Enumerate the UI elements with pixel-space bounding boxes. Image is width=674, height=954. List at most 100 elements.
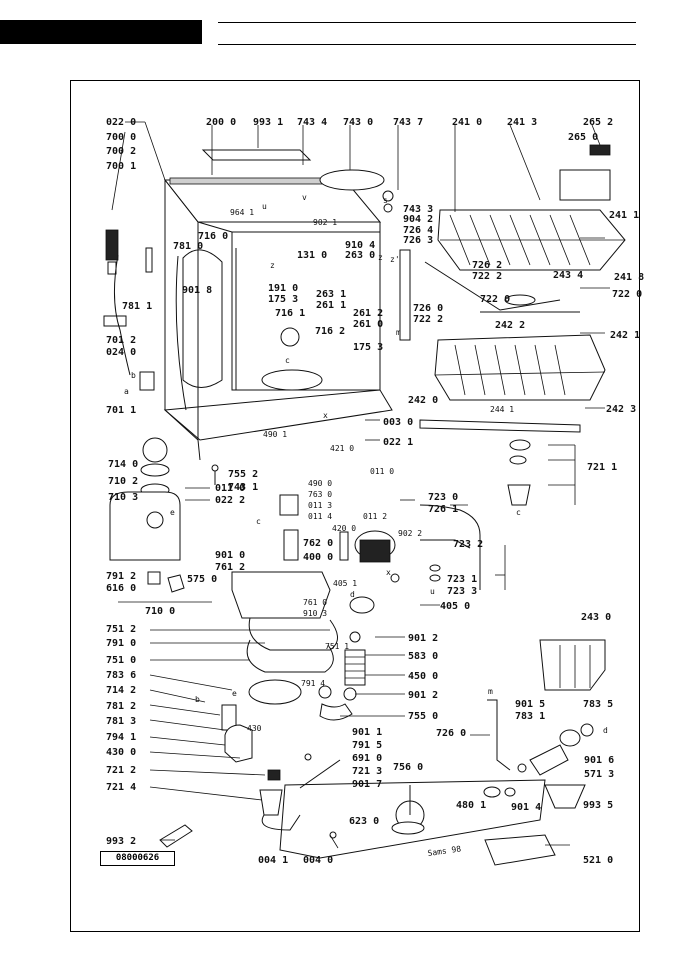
cutlery-holder-265 (559, 169, 611, 201)
label-490-0: 490 0 (308, 479, 332, 488)
label-756-0: 756 0 (393, 762, 423, 773)
label-901-7: 901 7 (352, 779, 382, 790)
upper-spray-arm-726 (424, 261, 561, 311)
label-241-8: 241 8 (614, 272, 644, 283)
label-004-0: 004 0 (303, 855, 333, 866)
drain-pump-450-0 (344, 649, 366, 686)
letter-s1: s (383, 196, 388, 205)
label-755-2: 755 2 (228, 469, 258, 480)
label-726-3: 726 3 (403, 235, 433, 246)
label-244-1: 244 1 (490, 405, 514, 414)
label-726-2: 726 2 (472, 260, 502, 271)
door-seal (175, 255, 187, 411)
motor-405-0 (349, 596, 375, 614)
label-716-0: 716 0 (198, 231, 228, 242)
label-721-3: 721 3 (352, 766, 382, 777)
label-242-0: 242 0 (408, 395, 438, 406)
letter-u2: u (262, 202, 267, 211)
document-number-box: 08000626 (100, 851, 175, 866)
letter-z1: z (270, 261, 275, 270)
label-755-0: 755 0 (408, 711, 438, 722)
label-721-4: 721 4 (106, 782, 136, 793)
label-791-2: 791 2 (106, 571, 136, 582)
letter-m1: m (396, 328, 401, 337)
label-430: 430 (247, 724, 262, 733)
label-910-4: 910 4 (345, 240, 375, 251)
seal-751-2 (248, 617, 338, 651)
label-263-1: 263 1 (316, 289, 346, 300)
label-794-1: 794 1 (106, 732, 136, 743)
label-011-0b: 011 0 (370, 467, 394, 476)
letter-e2: e (232, 689, 237, 698)
label-710-3: 710 3 (108, 492, 138, 503)
label-761-2: 761 2 (215, 562, 245, 573)
label-781-2: 781 2 (106, 701, 136, 712)
label-430-0: 430 0 (106, 747, 136, 758)
label-751-2: 751 2 (106, 624, 136, 635)
label-781-0: 781 0 (173, 241, 203, 252)
letter-z2: z (378, 253, 383, 262)
label-743-3: 743 3 (403, 204, 433, 215)
label-022-2: 022 2 (215, 495, 245, 506)
leader-lines (111, 121, 610, 849)
label-901-8: 901 8 (182, 285, 212, 296)
label-722-0b: 722 0 (612, 289, 642, 300)
label-722-2a: 722 2 (413, 314, 443, 325)
label-901-5: 901 5 (515, 699, 545, 710)
label-964-1: 964 1 (230, 208, 254, 217)
label-743-0: 743 0 (343, 117, 373, 128)
lower-spray-arm (419, 419, 581, 433)
base-plate-004-0 (279, 779, 546, 859)
label-722-2b: 722 2 (472, 271, 502, 282)
parts-artwork (103, 144, 626, 866)
label-781-1: 781 1 (122, 301, 152, 312)
top-strip-993-1 (201, 149, 312, 161)
label-243-4: 243 4 (553, 270, 583, 281)
label-901-6: 901 6 (584, 755, 614, 766)
letter-a1: a (124, 387, 129, 396)
label-901-2b: 901 2 (408, 690, 438, 701)
label-571-3: 571 3 (584, 769, 614, 780)
letter-d1: d (350, 590, 355, 599)
label-011-3: 011 3 (308, 501, 332, 510)
inlet-valve-body (105, 229, 119, 261)
funnel-993-5 (544, 784, 586, 809)
label-901-0: 901 0 (215, 550, 245, 561)
detergent-lid-743-0 (319, 169, 385, 191)
label-721-1a: 721 1 (587, 462, 617, 473)
spray-arm-hub (280, 327, 300, 347)
label-726-0b: 726 0 (436, 728, 466, 739)
label-700-1: 700 1 (106, 161, 136, 172)
label-004-1: 004 1 (258, 855, 288, 866)
label-241-3: 241 3 (507, 117, 537, 128)
label-723-0: 723 0 (428, 492, 458, 503)
signature-mark: Sams 98 (427, 844, 462, 858)
label-263-0: 263 0 (345, 250, 375, 261)
label-791-0: 791 0 (106, 638, 136, 649)
dispenser-243-0 (539, 639, 606, 691)
letter-u1: u (430, 587, 435, 596)
label-761-0: 761 0 (303, 598, 327, 607)
label-242-3: 242 3 (606, 404, 636, 415)
label-901-4: 901 4 (511, 802, 541, 813)
label-701-1: 701 1 (106, 405, 136, 416)
label-901-2a: 901 2 (408, 633, 438, 644)
letter-z3: z' (390, 255, 400, 264)
label-726-0: 726 0 (413, 303, 443, 314)
letter-m2: m (488, 687, 493, 696)
label-521-0: 521 0 (583, 855, 613, 866)
label-723-2: 723 2 (453, 539, 483, 550)
header-rule-top (218, 22, 636, 23)
label-175-3b: 175 3 (353, 342, 383, 353)
heater-element-761-0 (231, 571, 331, 619)
label-022-1: 022 1 (383, 437, 413, 448)
label-265-2: 265 2 (583, 117, 613, 128)
inlet-hose (113, 254, 131, 376)
label-993-5: 993 5 (583, 800, 613, 811)
letter-d2: d (603, 726, 608, 735)
label-700-2: 700 2 (106, 146, 136, 157)
label-420-0: 420 0 (332, 524, 356, 533)
label-003-0: 003 0 (383, 417, 413, 428)
label-011-2: 011 2 (363, 512, 387, 521)
letter-x1: x (323, 411, 328, 420)
